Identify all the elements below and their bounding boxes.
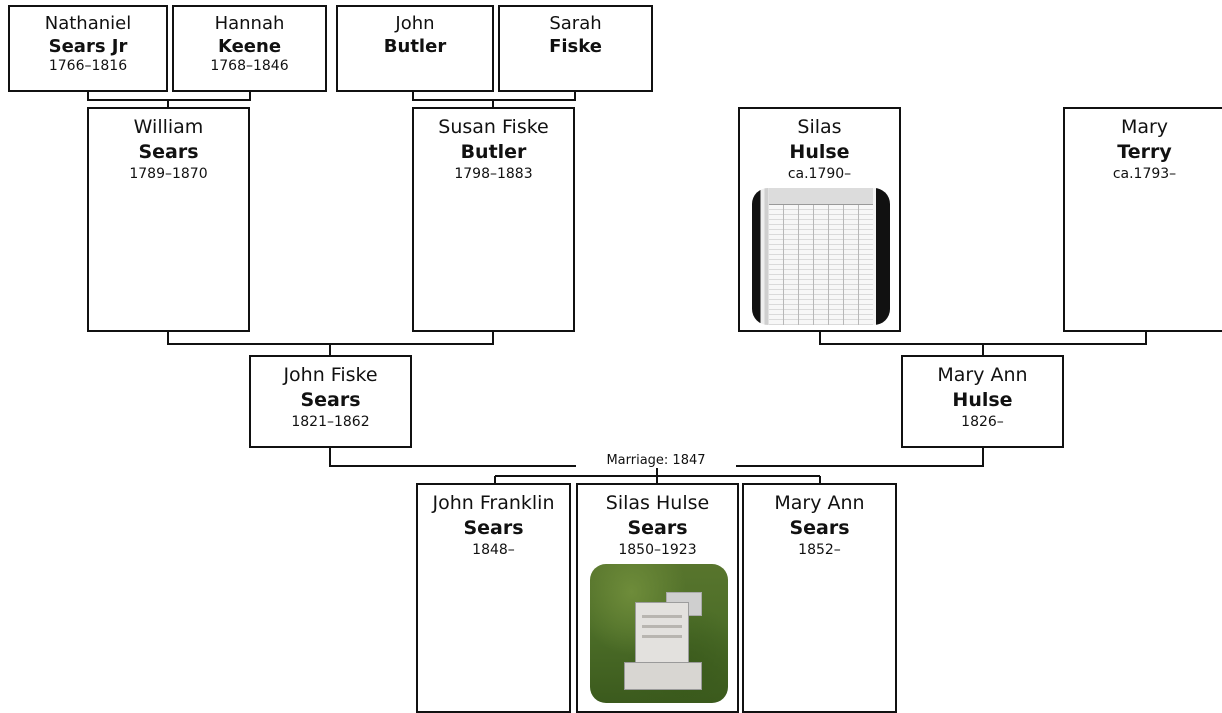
surname: Butler bbox=[414, 140, 573, 165]
life-dates: 1826– bbox=[903, 413, 1062, 431]
given-name: Hannah bbox=[174, 7, 325, 35]
surname: Sears Jr bbox=[10, 35, 166, 58]
document-code: 0239 bbox=[888, 289, 890, 316]
person-john-butler[interactable]: John Butler bbox=[336, 5, 494, 92]
surname: Sears bbox=[578, 516, 737, 541]
gravestone-photo[interactable] bbox=[590, 564, 728, 703]
document-columns bbox=[769, 188, 874, 325]
life-dates: 1789–1870 bbox=[89, 165, 248, 183]
person-nathaniel-sears-jr[interactable]: Nathaniel Sears Jr 1766–1816 bbox=[8, 5, 168, 92]
connector-butler-fiske bbox=[413, 91, 575, 108]
life-dates: 1798–1883 bbox=[414, 165, 573, 183]
marriage-label: Marriage: 1847 bbox=[576, 453, 736, 468]
connector-children bbox=[495, 466, 820, 484]
given-name: Silas bbox=[740, 109, 899, 140]
surname: Sears bbox=[744, 516, 895, 541]
person-hannah-keene[interactable]: Hannah Keene 1768–1846 bbox=[172, 5, 327, 92]
person-sarah-fiske[interactable]: Sarah Fiske bbox=[498, 5, 653, 92]
person-mary-terry[interactable]: Mary Terry ca.1793– bbox=[1063, 107, 1222, 332]
given-name: John Franklin bbox=[418, 485, 569, 516]
given-name: Silas Hulse bbox=[578, 485, 737, 516]
life-dates: 1821–1862 bbox=[251, 413, 410, 431]
given-name: Sarah bbox=[500, 7, 651, 35]
person-william-sears[interactable]: William Sears 1789–1870 bbox=[87, 107, 250, 332]
given-name: Nathaniel bbox=[10, 7, 166, 35]
surname: Keene bbox=[174, 35, 325, 58]
person-mary-ann-hulse[interactable]: Mary Ann Hulse 1826– bbox=[901, 355, 1064, 448]
inscription-line bbox=[642, 625, 682, 628]
life-dates: 1852– bbox=[744, 541, 895, 559]
person-silas-hulse-sears[interactable]: Silas Hulse Sears 1850–1923 bbox=[576, 483, 739, 713]
given-name: John Fiske bbox=[251, 357, 410, 388]
person-susan-fiske-butler[interactable]: Susan Fiske Butler 1798–1883 bbox=[412, 107, 575, 332]
surname: Fiske bbox=[500, 35, 651, 58]
connector-sears-keene bbox=[88, 91, 250, 108]
surname: Butler bbox=[338, 35, 492, 58]
surname: Hulse bbox=[740, 140, 899, 165]
surname: Hulse bbox=[903, 388, 1062, 413]
given-name: William bbox=[89, 109, 248, 140]
life-dates: ca.1793– bbox=[1065, 165, 1222, 183]
person-silas-hulse[interactable]: Silas Hulse ca.1790– 0239 bbox=[738, 107, 901, 332]
gravestone-base bbox=[624, 662, 702, 690]
life-dates: 1766–1816 bbox=[10, 58, 166, 75]
person-john-franklin-sears[interactable]: John Franklin Sears 1848– bbox=[416, 483, 571, 713]
life-dates: 1848– bbox=[418, 541, 569, 559]
given-name: Susan Fiske bbox=[414, 109, 573, 140]
inscription-line bbox=[642, 615, 682, 618]
surname: Terry bbox=[1065, 140, 1222, 165]
given-name: John bbox=[338, 7, 492, 35]
connector-william-susan bbox=[168, 331, 493, 356]
life-dates: 1850–1923 bbox=[578, 541, 737, 559]
life-dates: 1768–1846 bbox=[174, 58, 325, 75]
inscription-line bbox=[642, 635, 682, 638]
given-name: Mary Ann bbox=[744, 485, 895, 516]
gravestone bbox=[635, 602, 689, 666]
person-john-fiske-sears[interactable]: John Fiske Sears 1821–1862 bbox=[249, 355, 412, 448]
document-header bbox=[769, 188, 874, 205]
person-mary-ann-sears[interactable]: Mary Ann Sears 1852– bbox=[742, 483, 897, 713]
life-dates: ca.1790– bbox=[740, 165, 899, 183]
given-name: Mary Ann bbox=[903, 357, 1062, 388]
census-document-photo[interactable]: 0239 bbox=[752, 188, 890, 325]
given-name: Mary bbox=[1065, 109, 1222, 140]
surname: Sears bbox=[251, 388, 410, 413]
surname: Sears bbox=[418, 516, 569, 541]
surname: Sears bbox=[89, 140, 248, 165]
connector-silas-mary bbox=[820, 331, 1146, 356]
